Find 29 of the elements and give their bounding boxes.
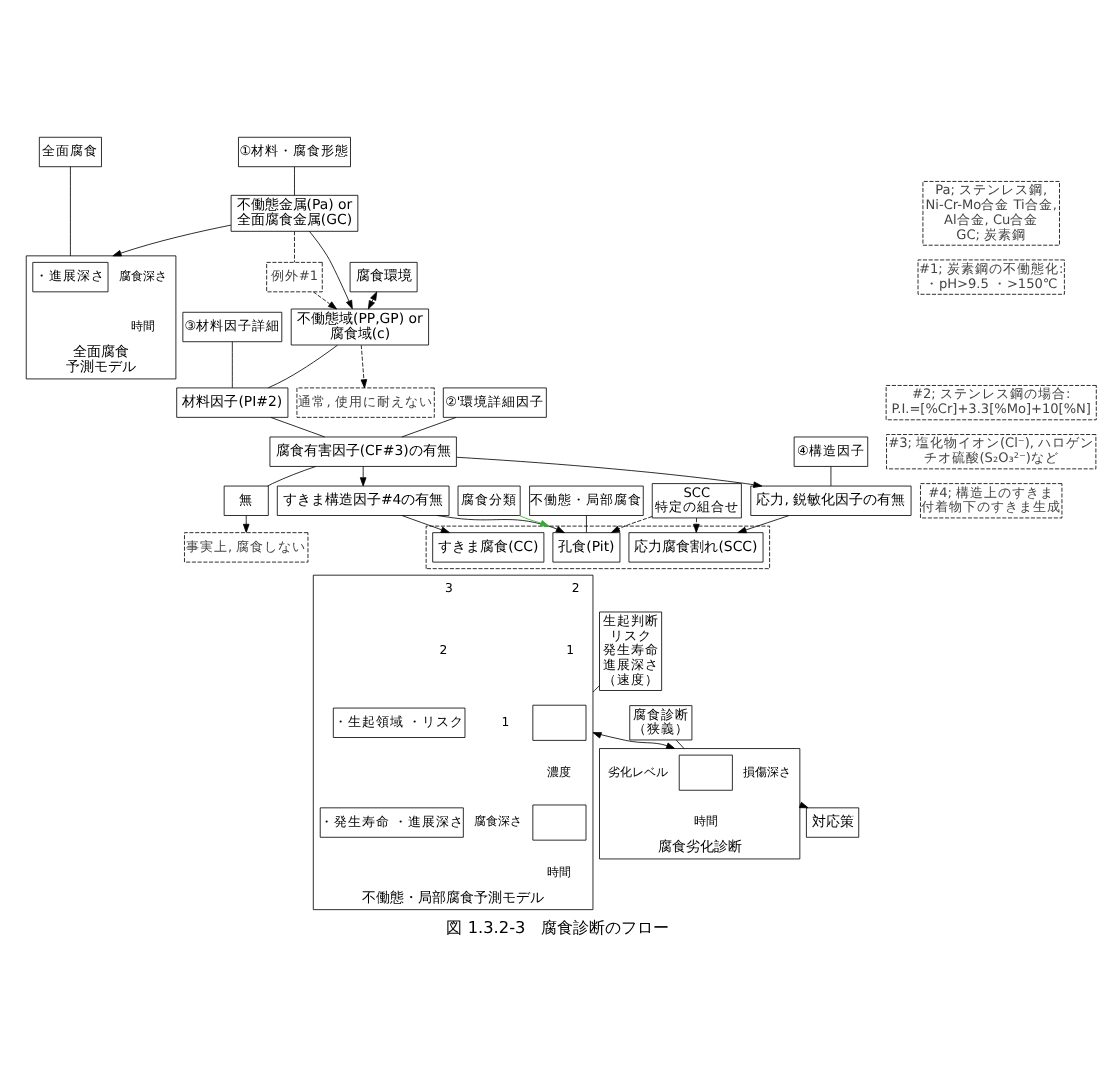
arrow [309,230,353,310]
connector [294,231,295,263]
arrow [518,515,550,527]
connector [267,466,317,487]
arrow [737,515,790,534]
arrow [610,516,653,533]
arrow [112,224,232,257]
connector [231,341,233,389]
arrow [436,515,565,534]
connector [270,417,326,438]
node-box [532,804,587,841]
connector [70,166,71,257]
connector [267,344,338,389]
connector [592,685,600,693]
arrow [456,456,763,488]
connector [830,466,832,487]
arrow [313,291,337,310]
arrow [242,515,250,533]
connector [294,166,295,196]
node-box [678,754,733,791]
connector [586,515,587,533]
caption: 図 1.3.2-3 腐食診断のフロー [446,916,670,937]
node-box [532,704,587,741]
arrow [360,344,368,389]
arrow [592,732,676,749]
arrow [401,515,450,533]
arrow [693,517,700,533]
connector [675,739,685,749]
arrow [359,466,367,487]
